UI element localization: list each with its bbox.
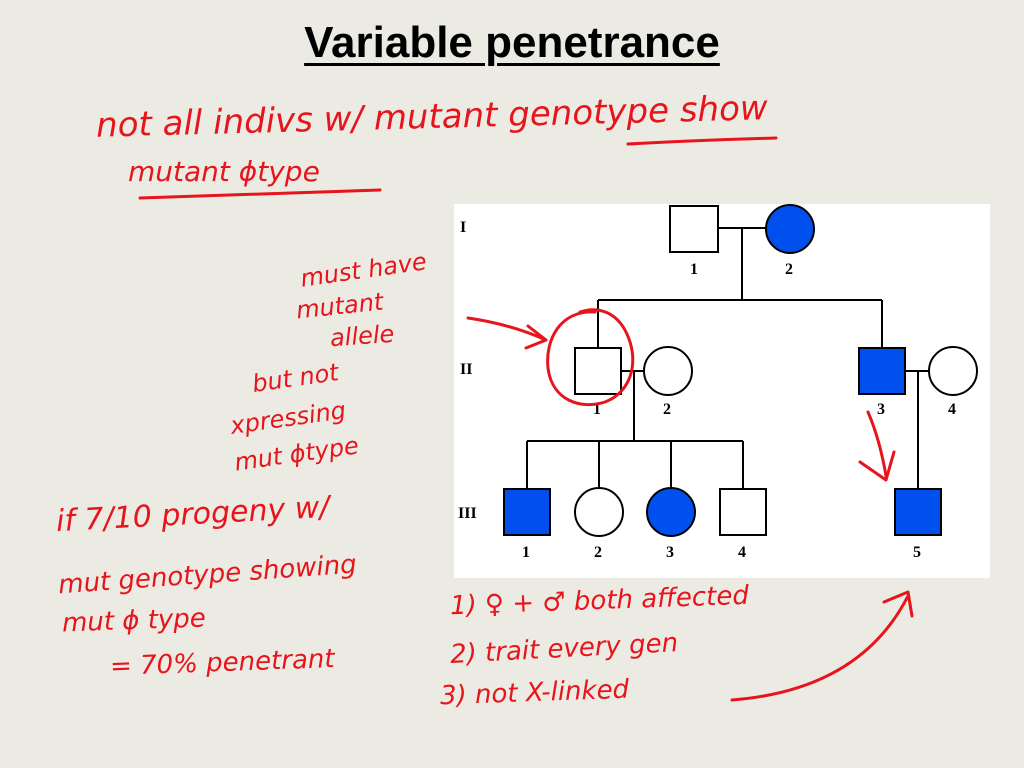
individual-III-2 [574, 487, 624, 537]
individual-number-III-5: 5 [913, 544, 921, 561]
individual-number-I-1: 1 [690, 261, 698, 278]
note-list-1: 1) ♀ + ♂ both affected [449, 580, 750, 622]
note-if-1: if 7/10 progeny w/ [55, 489, 331, 540]
generation-label-II: II [460, 361, 472, 378]
individual-number-III-4: 4 [738, 544, 746, 561]
individual-number-III-3: 3 [666, 544, 674, 561]
individual-number-III-2: 2 [594, 544, 602, 561]
individual-III-5 [894, 488, 942, 536]
underline-mutant-type [138, 188, 382, 200]
individual-III-3 [646, 487, 696, 537]
note-if-3: mut ɸ type [61, 603, 207, 639]
note-must-have-1: must have [298, 247, 429, 293]
underline-genotype [626, 136, 778, 146]
individual-II-2 [643, 346, 693, 396]
individual-II-1 [574, 347, 622, 395]
individual-II-3 [858, 347, 906, 395]
note-if-2: mut genotype showing [57, 549, 358, 601]
note-but-not-1: but not [250, 358, 341, 398]
note-must-have-2: mutant [294, 287, 385, 325]
note-list-2: 2) trait every gen [449, 628, 679, 670]
note-must-have-3: allele [329, 319, 396, 353]
individual-number-II-3: 3 [877, 401, 885, 418]
individual-I-2 [765, 204, 815, 254]
generation-label-III: III [458, 505, 477, 522]
individual-number-I-2: 2 [785, 261, 793, 278]
individual-number-III-1: 1 [522, 544, 530, 561]
note-but-not-2: xpressing [228, 396, 348, 440]
pedigree-svg: I II III [458, 204, 978, 561]
individual-number-II-1: 1 [593, 401, 601, 418]
note-if-4: = 70% penetrant [109, 644, 336, 682]
individual-I-1 [669, 205, 719, 253]
pedigree-chart: I II III [454, 204, 990, 578]
generation-label-I: I [460, 219, 466, 236]
note-list-3: 3) not X-linked [439, 674, 630, 712]
slide-title: Variable penetrance [304, 18, 720, 67]
arrowhead-to-III-5-bottom [882, 590, 914, 618]
note-but-not-3: mut ɸtype [232, 431, 361, 477]
individual-III-4 [719, 488, 767, 536]
individual-number-II-4: 4 [948, 401, 956, 418]
arrow-to-III-5-bottom [730, 594, 910, 702]
individual-III-1 [503, 488, 551, 536]
individual-number-II-2: 2 [663, 401, 671, 418]
note-line-1: not all indivs w/ mutant genotype show [95, 88, 769, 146]
note-line-2: mutant ɸtype [128, 155, 320, 188]
individual-II-4 [928, 346, 978, 396]
